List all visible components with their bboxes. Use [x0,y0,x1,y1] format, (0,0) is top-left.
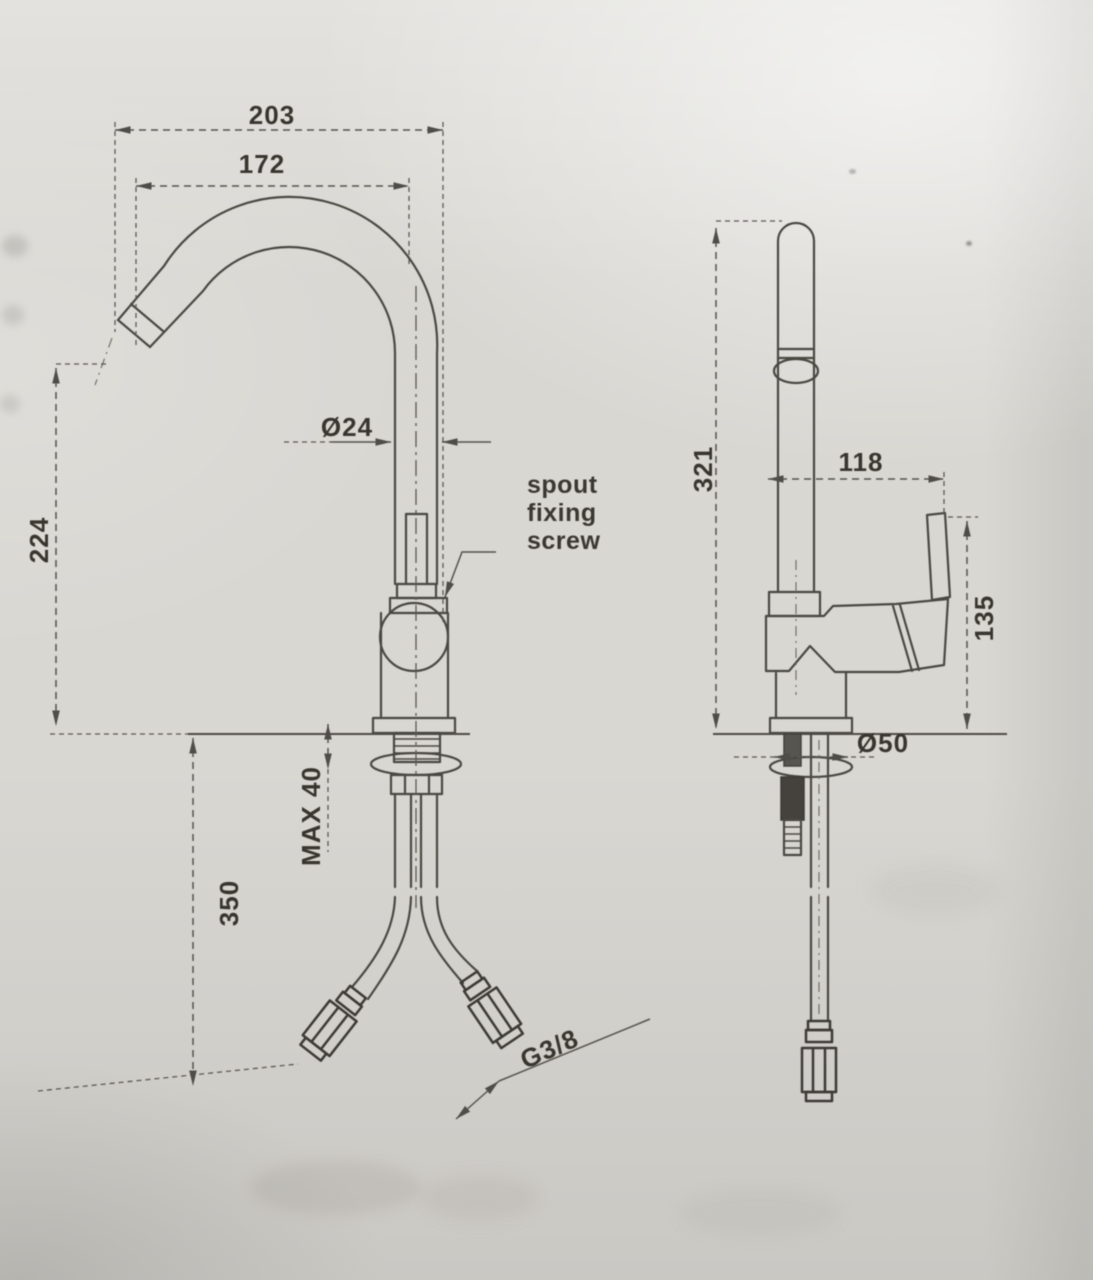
label-d24: Ø24 [321,412,373,442]
ball-joint [378,601,450,673]
front-view [37,195,525,1092]
hose-left-fitting [299,984,368,1062]
spout-end-face [116,318,152,349]
side-hose [809,732,830,1023]
label-203: 203 [249,100,295,130]
label-118: 118 [839,447,884,477]
side-mounting-nut [780,776,805,821]
dim-203-ext [114,122,444,626]
side-stud-tail [782,818,803,857]
hose-pair-upper [393,792,439,889]
side-aerator-band [776,347,816,360]
spout-fixing-screw-callout: spout fixing screw [527,471,600,555]
label-321: 321 [688,446,718,492]
side-body-outline [764,597,950,674]
side-view-dimensions [712,220,978,761]
spout-collar-lower [388,596,449,615]
callout-leader [444,551,496,598]
label-350: 350 [214,880,244,926]
side-spout-collar [767,590,822,618]
hose-end-datum [37,1063,299,1092]
body-sides [379,611,450,720]
spout-inner-profile [148,245,397,586]
threaded-shank [392,731,442,764]
front-view-dimensions [52,122,651,1120]
callout-line-3: screw [527,527,600,555]
side-stud-threads [784,826,801,849]
callout-line-2: fixing [527,499,597,527]
side-body-seams [891,603,921,673]
callout-line-1: spout [527,471,598,499]
label-max40: MAX 40 [296,766,326,866]
label-d50: Ø50 [857,728,909,758]
shank-threads [394,738,440,760]
side-mounting-stud [783,733,802,767]
fixing-screw [404,512,429,586]
hose-right-fitting [459,970,525,1050]
dim-172-ext [135,178,410,346]
label-172: 172 [239,149,285,179]
hose-right-lower [419,895,479,985]
side-spout-tube [776,221,816,594]
dim-g38-leader [498,1018,651,1082]
label-224: 224 [24,517,54,563]
hose-left-lower [350,895,413,1001]
dimension-labels: 203 172 Ø24 224 MAX 40 350 G3/8 321 118 … [24,100,999,1075]
side-handle-lever [925,511,952,602]
label-g38: G3/8 [516,1023,583,1075]
spout-tip-centerline [94,337,113,386]
mounting-nut-facets [403,773,431,796]
label-135: 135 [969,595,999,641]
spout-outer-profile [116,195,439,586]
side-view [713,221,1007,1103]
base-flange [371,716,457,735]
dim-g38-line [455,1080,500,1120]
side-hose-fitting [800,1019,838,1103]
side-base-flange [768,716,854,735]
side-base-sides [774,671,848,720]
side-aerator-ring [772,357,820,385]
